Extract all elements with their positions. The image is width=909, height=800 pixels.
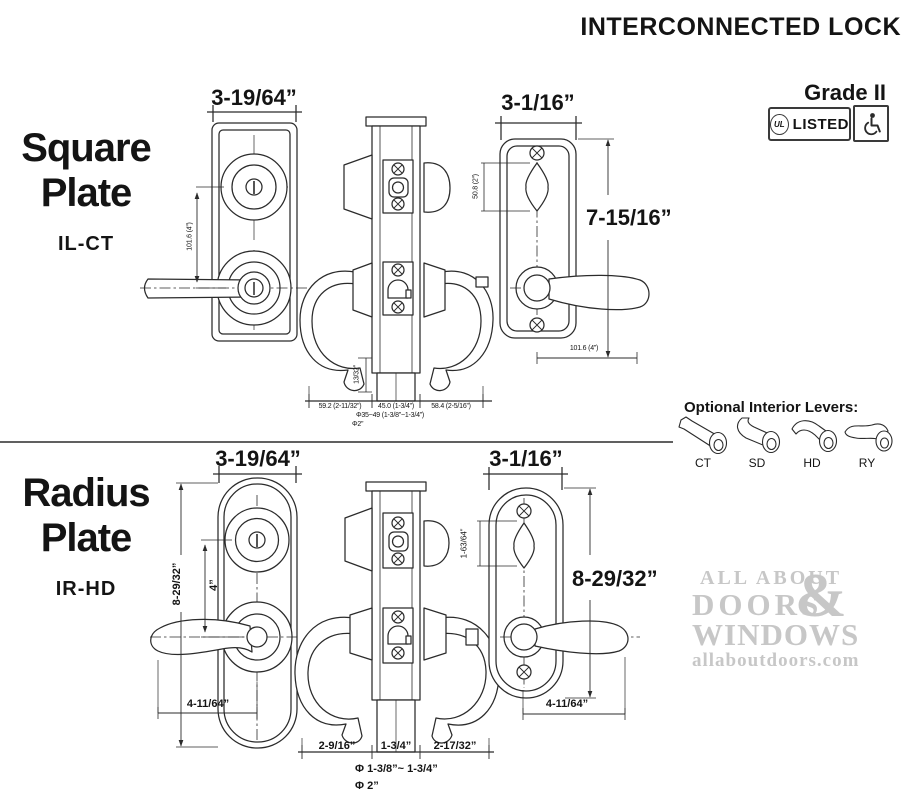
square-interior-height-dim: 7-15/16” xyxy=(586,205,672,230)
radius-thumbturn-span-dim: 1-63/64” xyxy=(459,528,469,559)
radius-front-lever-span-dim: 4-11/64” xyxy=(186,698,230,710)
radius-interior-view xyxy=(477,467,640,720)
square-edge-bore2-dim: Φ2” xyxy=(352,421,364,428)
ul-listed-label: LISTED xyxy=(792,115,849,133)
square-edge-left-dim: 59.2 (2-11/32”) xyxy=(318,403,362,410)
radius-edge-left-dim: 2-9/16” xyxy=(318,740,356,752)
square-interior-lever-span-dim: 101.6 (4”) xyxy=(569,345,599,352)
lever-icon-sd xyxy=(737,417,781,454)
lever-option-ct: CT xyxy=(695,456,711,470)
radius-interior-height-dim: 8-29/32” xyxy=(572,566,658,591)
square-edge-right-dim: 58.4 (2-5/16”) xyxy=(431,403,471,410)
radius-plate-title: Radius Plate IR-HD xyxy=(20,471,152,612)
ul-logo-icon: UL xyxy=(770,113,789,135)
square-front-view xyxy=(140,105,310,342)
watermark-line3: WINDOWS xyxy=(692,617,860,652)
lever-option-hd: HD xyxy=(803,456,821,470)
square-edge-view xyxy=(299,116,494,408)
radius-edge-middle-dim: 1-3/4” xyxy=(380,740,412,752)
ul-listed-badge: UL LISTED xyxy=(768,107,851,141)
square-plate-model: IL-CT xyxy=(57,233,115,255)
square-plate-title: Square Plate IL-CT xyxy=(20,126,152,267)
square-interior-width-dim: 3-1/16” xyxy=(501,90,575,115)
radius-interior-lever-span-dim: 4-11/64” xyxy=(545,698,589,710)
watermark-line1: ALL ABOUT xyxy=(700,567,843,589)
radius-interior-width-dim: 3-1/16” xyxy=(489,446,563,471)
grade-label: Grade II xyxy=(804,80,886,105)
watermark-line2: DOORS xyxy=(692,587,823,622)
square-thumbturn-span-dim: 50.8 (2”) xyxy=(472,174,480,199)
square-interior-view xyxy=(481,116,650,364)
lever-option-sd: SD xyxy=(748,456,766,470)
watermark: ALL ABOUT DOORS & WINDOWS allaboutdoors.… xyxy=(692,562,862,672)
radius-edge-view xyxy=(294,481,500,759)
lever-icons xyxy=(678,416,893,455)
watermark-url: allaboutdoors.com xyxy=(692,650,860,671)
square-edge-offset-dim: 13/32” xyxy=(353,365,361,384)
lever-option-ry: RY xyxy=(858,456,876,470)
radius-front-height-dim: 8-29/32” xyxy=(171,562,183,606)
wheelchair-icon xyxy=(864,112,881,135)
radius-front-span-dim: 4” xyxy=(208,579,220,591)
radius-plate-title-line1: Radius xyxy=(22,471,150,515)
radius-edge-bore-dim: Φ 1-3/8”~ 1-3/4” xyxy=(355,763,438,775)
square-plate-title-line1: Square xyxy=(21,126,152,170)
radius-front-width-dim: 3-19/64” xyxy=(215,446,301,471)
square-front-width-dim: 3-19/64” xyxy=(211,85,297,110)
radius-edge-bore2-dim: Φ 2” xyxy=(355,780,379,792)
radius-plate-title-line2: Plate xyxy=(40,516,133,560)
square-edge-bore-dim: Φ35~49 (1-3/8”~1-3/4”) xyxy=(355,412,425,419)
radius-front-view xyxy=(150,466,302,749)
radius-edge-right-dim: 2-17/32” xyxy=(433,740,477,752)
watermark-ampersand: & xyxy=(795,562,847,630)
lever-icon-ct xyxy=(678,416,728,455)
optional-levers-label: Optional Interior Levers: xyxy=(684,399,859,416)
square-front-span-dim: 101.6 (4”) xyxy=(186,222,194,251)
page-title: INTERCONNECTED LOCK xyxy=(580,13,901,41)
accessibility-badge xyxy=(853,105,889,142)
radius-plate-model: IR-HD xyxy=(55,578,117,600)
square-plate-title-line2: Plate xyxy=(40,171,133,215)
lever-icon-ry xyxy=(844,423,893,452)
square-edge-middle-dim: 45.0 (1-3/4”) xyxy=(378,403,414,410)
lever-icon-hd xyxy=(791,420,838,453)
